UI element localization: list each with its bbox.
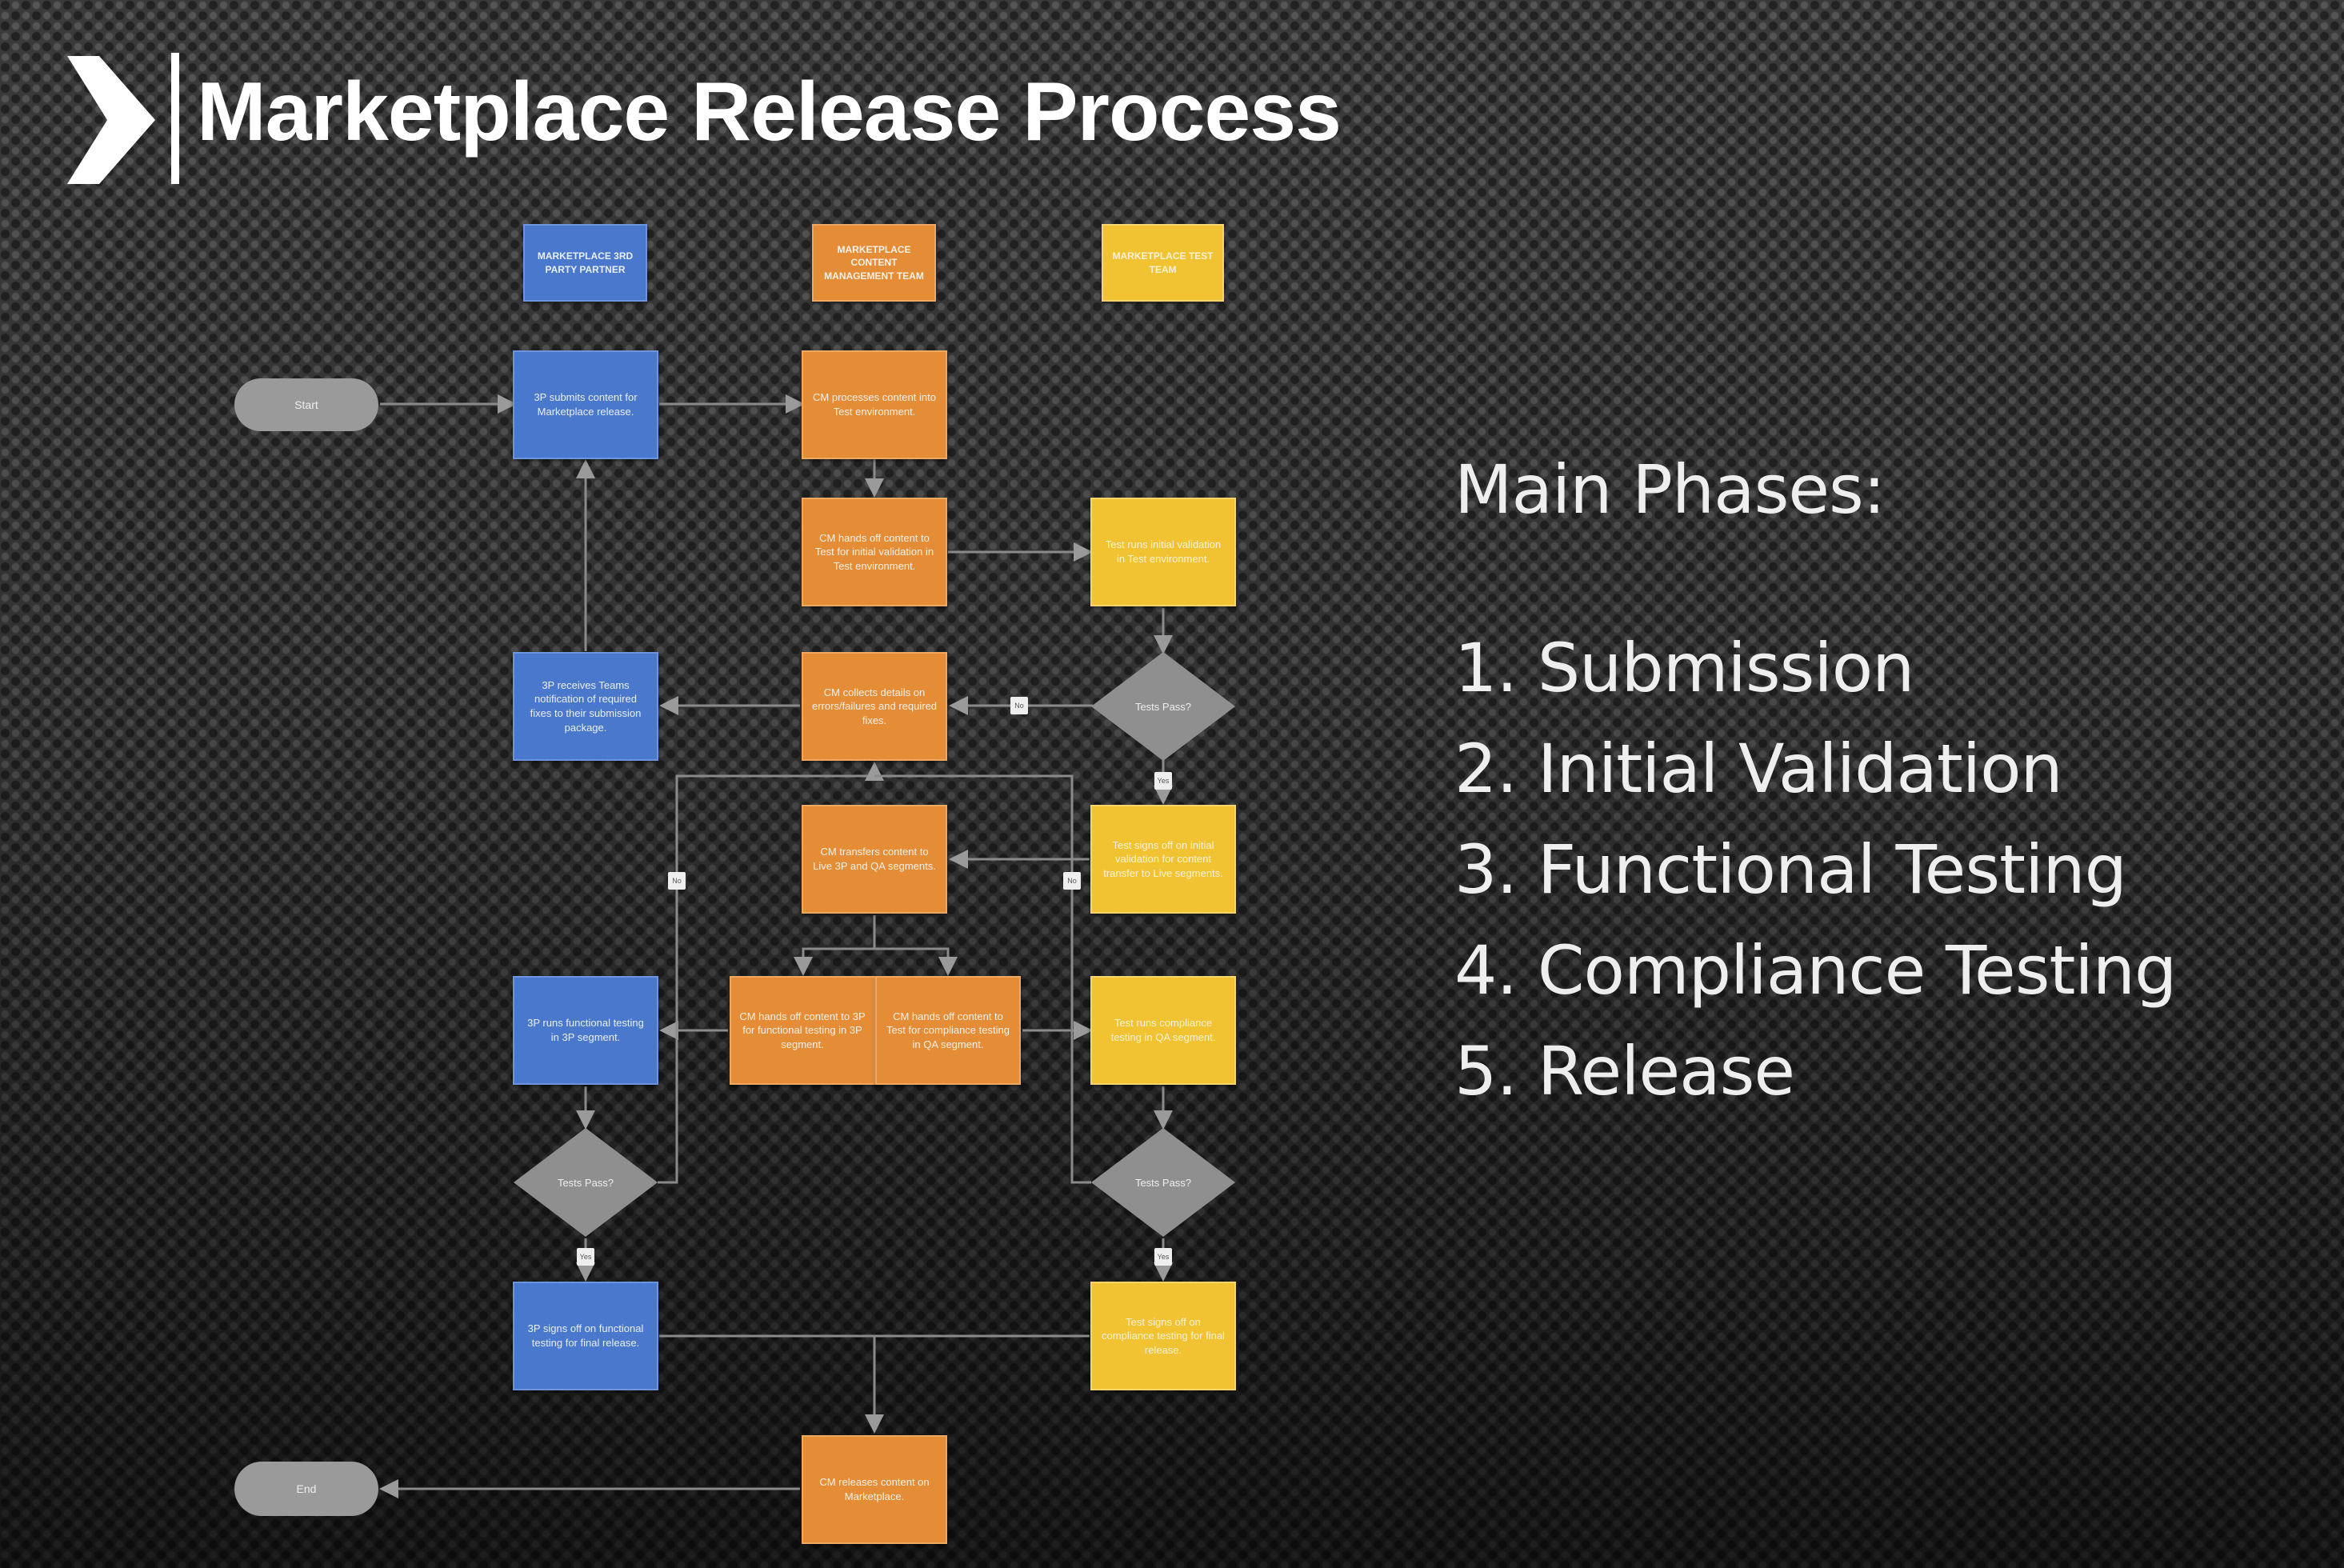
start-terminal: Start <box>234 378 378 431</box>
no-label: No <box>1010 697 1028 714</box>
connector <box>658 762 884 1184</box>
slide-title: Marketplace Release Process <box>197 66 1342 158</box>
step-3p-signoff-final: 3P signs off on functional testing for f… <box>513 1282 658 1390</box>
yes-label: Yes <box>1154 772 1172 790</box>
connector <box>794 915 876 976</box>
decision-label: Tests Pass? <box>557 1176 614 1189</box>
lane-header-3p-partner: MARKETPLACE 3rd PARTY PARTNER <box>523 224 647 302</box>
step-cm-handoff-test: CM hands off content to Test for initial… <box>802 498 947 606</box>
step-3p-receive-fixes: 3P receives Teams notification of requir… <box>513 652 658 761</box>
decision-diamond-shape <box>514 1128 658 1237</box>
decision-diamond-shape <box>1091 652 1235 761</box>
step-test-compliance: Test runs compliance testing in QA segme… <box>1090 976 1236 1085</box>
step-test-signoff-final: Test signs off on compliance testing for… <box>1090 1282 1236 1390</box>
step-cm-release: CM releases content on Marketplace. <box>802 1435 947 1544</box>
decision-label: Tests Pass? <box>1134 700 1192 713</box>
step-test-signoff-initial: Test signs off on initial validation for… <box>1090 805 1236 914</box>
end-terminal: End <box>234 1462 378 1516</box>
phase-item: 5. Release <box>1454 1032 1795 1110</box>
connector <box>874 774 1091 1184</box>
decision-label: Tests Pass? <box>1134 1176 1192 1189</box>
no-label: No <box>1063 872 1081 890</box>
phase-item: 1. Submission <box>1454 629 1914 707</box>
logo-divider <box>171 53 179 184</box>
step-cm-handoff-3p: CM hands off content to 3P for functiona… <box>730 976 875 1085</box>
lane-header-test-team: MARKETPLACE TEST TEAM <box>1102 224 1224 302</box>
chevron-right-icon <box>67 56 155 184</box>
step-3p-submit: 3P submits content for Marketplace relea… <box>513 350 658 459</box>
step-cm-transfer: CM transfers content to Live 3P and QA s… <box>802 805 947 914</box>
step-cm-collect-details: CM collects details on errors/failures a… <box>802 652 947 761</box>
decision-initial-tests: Tests Pass? <box>1091 652 1235 761</box>
lane-header-content-management: MARKETPLACE CONTENT MANAGEMENT TEAM <box>812 224 936 302</box>
step-cm-process: CM processes content into Test environme… <box>802 350 947 459</box>
step-test-initial-validation: Test runs initial validation in Test env… <box>1090 498 1236 606</box>
yes-label: Yes <box>1154 1248 1172 1266</box>
step-cm-handoff-qa: CM hands off content to Test for complia… <box>875 976 1021 1085</box>
no-label: No <box>668 872 686 890</box>
phase-item: 4. Compliance Testing <box>1454 931 2177 1010</box>
connector <box>874 947 958 976</box>
phase-item: 2. Initial Validation <box>1454 730 2063 808</box>
step-3p-functional-testing: 3P runs functional testing in 3P segment… <box>513 976 658 1085</box>
decision-compliance-tests: Tests Pass? <box>1091 1128 1235 1237</box>
phases-heading: Main Phases: <box>1454 450 1886 529</box>
yes-label: Yes <box>577 1248 594 1266</box>
decision-diamond-shape <box>1091 1128 1235 1237</box>
phase-item: 3. Functional Testing <box>1454 830 2127 909</box>
main-phases-panel: Main Phases: 1. Submission 2. Initial Va… <box>1454 450 2177 1122</box>
decision-functional-tests: Tests Pass? <box>514 1128 658 1237</box>
